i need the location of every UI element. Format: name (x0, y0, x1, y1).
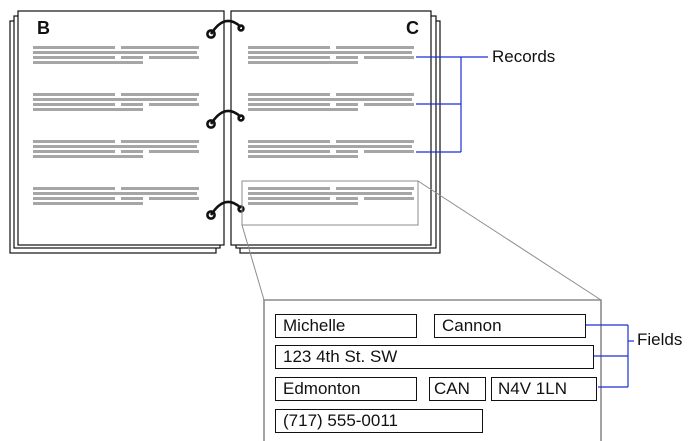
city-field: Edmonton (275, 377, 417, 401)
record-text-line (248, 202, 358, 205)
right-page-stack (230, 10, 441, 254)
zoom-line-right (417, 180, 602, 301)
record-text-line (121, 93, 199, 96)
record-text-line (33, 187, 115, 190)
record-text-line (33, 46, 115, 49)
left-page-records (33, 46, 199, 205)
record-text-line (336, 150, 358, 153)
record-text-line (33, 98, 197, 101)
record-text-line (364, 150, 414, 153)
record-text-line (121, 187, 199, 190)
records-leader-lines (416, 56, 488, 153)
record-text-line (364, 56, 414, 59)
record-text-line (33, 108, 143, 111)
right-page-record-1 (248, 46, 414, 64)
right-page-record-3 (248, 140, 414, 158)
record-text-line (121, 150, 143, 153)
left-page-record-4 (33, 187, 199, 205)
record-text-line (336, 103, 358, 106)
record-text-line (33, 56, 115, 59)
record-text-line (33, 140, 115, 143)
record-text-line (248, 187, 330, 190)
left-page-record-2 (33, 93, 199, 111)
record-text-line (248, 51, 412, 54)
record-text-line (248, 155, 358, 158)
record-text-line (149, 150, 199, 153)
record-text-line (336, 93, 414, 96)
right-page (230, 10, 432, 246)
record-text-line (121, 197, 143, 200)
record-text-line (121, 103, 143, 106)
record-text-line (248, 150, 330, 153)
record-text-line (33, 145, 197, 148)
left-page-stack (9, 10, 225, 254)
record-text-line (33, 61, 143, 64)
right-page-record-4 (248, 187, 414, 205)
record-text-line (149, 103, 199, 106)
record-text-line (33, 93, 115, 96)
highlighted-record-box (241, 180, 419, 226)
binder-ring-middle (206, 109, 245, 129)
record-text-line (121, 56, 143, 59)
left-page-record-1 (33, 46, 199, 64)
zoom-line-left (241, 224, 265, 301)
record-text-line (33, 150, 115, 153)
page-letter-c: C (406, 18, 419, 38)
record-text-line (248, 56, 330, 59)
record-text-line (248, 61, 358, 64)
binder-ring-bottom (206, 200, 245, 220)
record-text-line (149, 197, 199, 200)
record-text-line (336, 46, 414, 49)
right-page-records (248, 46, 414, 205)
left-page-record-3 (33, 140, 199, 158)
record-text-line (248, 197, 330, 200)
record-text-line (33, 155, 143, 158)
right-page-record-2 (248, 93, 414, 111)
fields-label: Fields (637, 330, 683, 349)
street-field: 123 4th St. SW (275, 345, 594, 369)
record-text-line (33, 51, 197, 54)
record-text-line (248, 192, 412, 195)
record-text-line (121, 46, 199, 49)
record-text-line (33, 103, 115, 106)
record-text-line (336, 197, 358, 200)
record-text-line (336, 187, 414, 190)
record-text-line (364, 103, 414, 106)
record-text-line (248, 103, 330, 106)
phone-field: (717) 555-0011 (275, 409, 483, 433)
record-text-line (33, 197, 115, 200)
record-text-line (336, 56, 358, 59)
record-text-line (248, 140, 330, 143)
record-text-line (33, 202, 143, 205)
postal-code-field: N4V 1LN (491, 377, 597, 401)
record-text-line (121, 140, 199, 143)
record-text-line (248, 46, 330, 49)
first-name-field: Michelle (275, 314, 417, 338)
record-text-line (33, 192, 197, 195)
last-name-field: Cannon (434, 314, 586, 338)
record-text-line (149, 56, 199, 59)
record-text-line (248, 108, 358, 111)
fields-leader-lines (568, 324, 634, 388)
record-text-line (248, 98, 412, 101)
page-letter-b: B (37, 18, 50, 38)
record-text-line (364, 197, 414, 200)
record-text-line (248, 93, 330, 96)
left-page (17, 10, 225, 246)
record-text-line (336, 140, 414, 143)
country-field: CAN (429, 377, 486, 401)
binder-ring-top (206, 19, 245, 39)
binder-rings (206, 19, 245, 220)
record-text-line (248, 145, 412, 148)
records-label: Records (492, 47, 556, 66)
